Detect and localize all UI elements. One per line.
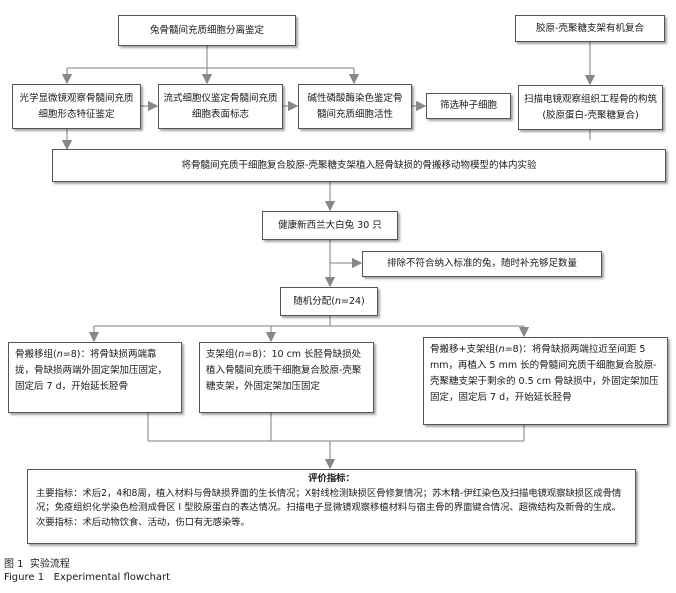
randomization-box: 随机分配(n=24) (280, 287, 378, 316)
figure-caption-en: Figure 1 Experimental flowchart (4, 572, 171, 583)
evaluation-title: 评价指标： (308, 473, 355, 484)
evaluation-primary: 主要指标：术后2，4和8周，植入材料与骨缺损界面的生长情况；X射线检测缺损区骨修… (36, 487, 622, 514)
exclusion-text: 排除不符合纳入标准的兔，随时补充够足数量 (386, 258, 577, 269)
rabbits-text: 健康新西兰大白兔 30 只 (278, 219, 382, 231)
flow-cytometry-text: 流式细胞仪鉴定骨髓间充质细胞表面标志 (163, 92, 278, 120)
scaffold-box: 胶原-壳聚糖支架有机复合 (515, 15, 665, 42)
evaluation-box: 评价指标： 主要指标：术后2，4和8周，植入材料与骨缺损界面的生长情况；X射线检… (27, 469, 636, 544)
seed-cell-text: 筛选种子细胞 (439, 100, 497, 111)
isolation-text: 兔骨髓间充质细胞分离鉴定 (149, 24, 264, 36)
randomization-label: 随机分配(n=24) (293, 295, 365, 307)
figure-caption-cn: 图 1 实验流程 (4, 559, 70, 570)
morphology-text: 光学显微镜观察骨髓间充质细胞形态特征鉴定 (19, 92, 134, 120)
group-scaffold: 支架组(n=8)：10 cm 长胫骨缺损处植入骨髓间充质干细胞复合胶原-壳聚糖支… (199, 342, 374, 413)
sem-text: 扫描电镜观察组织工程骨的构筑(胶原蛋白-壳聚糖复合) (523, 93, 657, 121)
alp-staining-box: 碱性磷酸酶染色鉴定骨髓间充质细胞活性 (298, 84, 412, 129)
scaffold-text: 胶原-壳聚糖支架有机复合 (536, 22, 644, 34)
flow-cytometry-box: 流式细胞仪鉴定骨髓间充质细胞表面标志 (158, 84, 283, 129)
experiment-text: 将骨髓间充质干细胞复合胶原-壳聚糖支架植入胫骨缺损的骨搬移动物模型的体内实验 (181, 159, 537, 171)
rabbits-box: 健康新西兰大白兔 30 只 (262, 211, 398, 240)
alp-staining-text: 碱性磷酸酶染色鉴定骨髓间充质细胞活性 (307, 92, 403, 120)
exclusion-box: 排除不符合纳入标准的兔，随时补充够足数量 (362, 251, 602, 277)
group-bone-transport-scaffold: 骨搬移+支架组(n=8)：将骨缺损两端拉近至间距 5 mm，再植入 5 mm 长… (423, 337, 668, 425)
sem-box: 扫描电镜观察组织工程骨的构筑(胶原蛋白-壳聚糖复合) (518, 85, 663, 130)
experiment-box: 将骨髓间充质干细胞复合胶原-壳聚糖支架植入胫骨缺损的骨搬移动物模型的体内实验 (52, 149, 666, 182)
group-bone-transport: 骨搬移组(n=8)：将骨缺损两端靠拢，骨缺损两端外固定架加压固定，固定后 7 d… (8, 342, 182, 413)
isolation-box: 兔骨髓间充质细胞分离鉴定 (118, 15, 296, 46)
evaluation-secondary: 次要指标：术后动物饮食、活动，伤口有无感染等。 (36, 516, 250, 528)
morphology-box: 光学显微镜观察骨髓间充质细胞形态特征鉴定 (12, 84, 141, 129)
seed-cell-box: 筛选种子细胞 (426, 93, 511, 119)
